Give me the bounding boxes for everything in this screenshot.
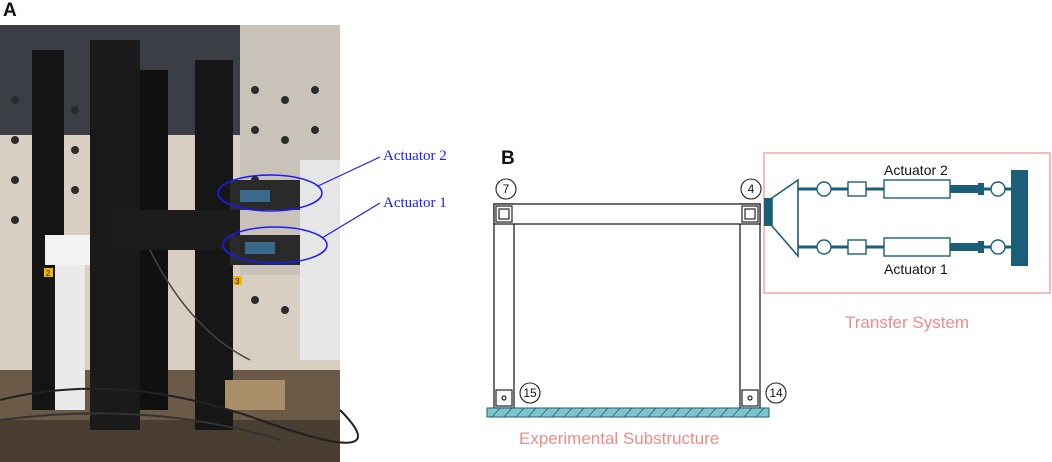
sticker-label-b: 3 bbox=[235, 277, 240, 286]
substructure-label: Experimental Substructure bbox=[519, 429, 719, 448]
actuator2-assembly bbox=[798, 179, 1011, 199]
node-7-circle bbox=[495, 178, 517, 200]
actuator2-ellipse bbox=[217, 174, 323, 212]
node-4-label: 4 bbox=[748, 182, 755, 196]
actuator2-diagram-label: Actuator 2 bbox=[884, 162, 948, 178]
left-column bbox=[493, 203, 515, 409]
node-15-label: 15 bbox=[523, 386, 537, 400]
actuator1-leader bbox=[321, 202, 381, 239]
actuator2-callout-label: Actuator 2 bbox=[383, 148, 447, 164]
photo-scene: 2 3 bbox=[0, 25, 359, 462]
actuator1-callout-label: Actuator 1 bbox=[383, 195, 447, 211]
actuator1-diagram-label: Actuator 1 bbox=[884, 261, 948, 277]
node-7-label: 7 bbox=[503, 182, 510, 196]
panel-a-label: A bbox=[3, 0, 17, 21]
node-14-circle bbox=[765, 382, 787, 404]
actuator1-ellipse bbox=[222, 226, 328, 264]
transfer-system-label: Transfer System bbox=[845, 313, 969, 332]
sticker-label-a: 2 bbox=[46, 269, 51, 278]
load-transfer-block bbox=[771, 178, 799, 259]
node-15-circle bbox=[519, 382, 541, 404]
right-column bbox=[739, 203, 761, 409]
node-markers bbox=[495, 178, 787, 404]
node-4-circle bbox=[740, 178, 762, 200]
joints bbox=[495, 205, 759, 407]
node-14-label: 14 bbox=[769, 386, 783, 400]
actuator1-assembly bbox=[798, 237, 1011, 257]
actuator2-leader bbox=[317, 156, 381, 187]
frame bbox=[493, 203, 761, 409]
actuator-callouts: Actuator 2 Actuator 1 bbox=[217, 148, 447, 264]
reaction-frame bbox=[1011, 170, 1028, 266]
top-beam bbox=[493, 203, 761, 225]
panel-b-label: B bbox=[501, 148, 515, 169]
connection-plate bbox=[764, 198, 772, 226]
